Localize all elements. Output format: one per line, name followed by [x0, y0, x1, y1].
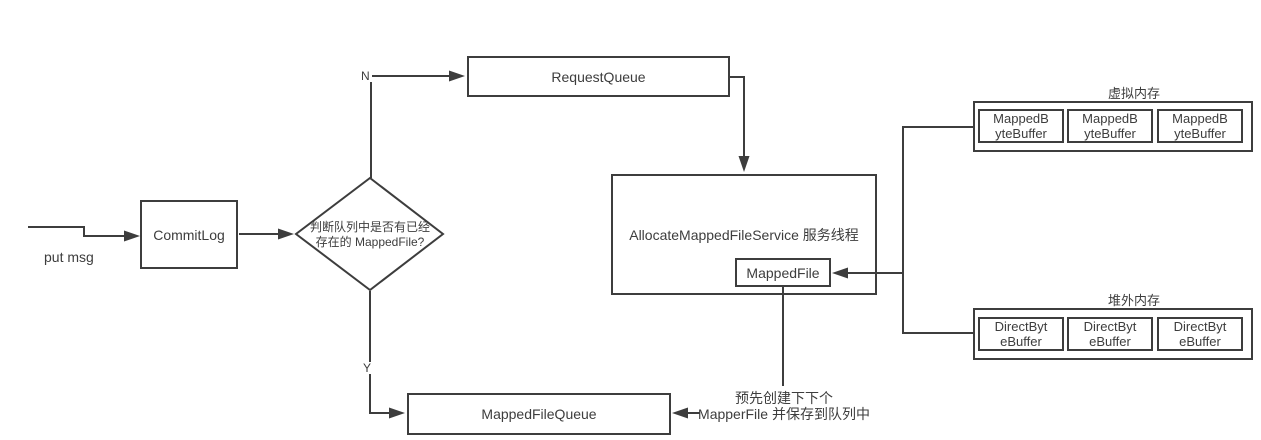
flow-line-decision-n-to-requestqueue [370, 75, 451, 178]
virtual-memory-title: 虚拟内存 [1107, 86, 1160, 101]
decision-text-line2: 存在的 MappedFile? [315, 235, 425, 249]
mappedfile-label: MappedFile [746, 264, 820, 281]
arrowhead-into-requestqueue [449, 70, 465, 82]
mappedfilequeue-label: MappedFileQueue [481, 406, 597, 422]
offheap-memory-title: 堆外内存 [1107, 293, 1160, 308]
arrowhead-into-mappedfile [832, 267, 848, 279]
direct-byte-buffer-2: DirectByteBuffer [1067, 317, 1153, 351]
mapped-byte-buffer-2: MappedByteBuffer [1067, 109, 1153, 143]
put-msg-label: put msg [44, 249, 94, 265]
mapped-byte-buffer-1-label: MappedByteBuffer [993, 110, 1049, 141]
arrowhead-into-commitlog [124, 230, 140, 242]
direct-byte-buffer-1: DirectByteBuffer [978, 317, 1064, 351]
precreate-annotation-line2: MapperFile 并保存到队列中 [698, 405, 870, 422]
precreate-annotation-line1: 预先创建下下个 [735, 390, 833, 406]
mappedfilequeue-node: MappedFileQueue [407, 393, 671, 435]
direct-byte-buffer-1-label: DirectByteBuffer [994, 318, 1048, 349]
arrowhead-into-decision [278, 228, 294, 240]
branch-y-label: Y [361, 361, 374, 375]
mapped-byte-buffer-1: MappedByteBuffer [978, 109, 1064, 143]
mapped-byte-buffer-2-label: MappedByteBuffer [1082, 110, 1138, 141]
mappedfile-node: MappedFile [735, 258, 831, 287]
allocate-service-node: AllocateMappedFileService 服务线程 [611, 174, 877, 295]
decision-diamond [294, 176, 445, 292]
bracket-memory-groups [902, 126, 973, 334]
arrowhead-into-service [738, 156, 750, 172]
branch-n-label: N [359, 69, 372, 83]
commitlog-node: CommitLog [140, 200, 238, 269]
flow-line-requestqueue-to-service [729, 76, 745, 158]
decision-text-line1: 判断队列中是否有已经 [309, 220, 430, 234]
mapped-byte-buffer-3-label: MappedByteBuffer [1172, 110, 1228, 141]
mapped-byte-buffer-3: MappedByteBuffer [1157, 109, 1243, 143]
offheap-memory-group [973, 308, 1253, 360]
arrowhead-into-queue-left [389, 407, 405, 419]
flow-line-decision-y-to-queue [369, 291, 391, 414]
precreate-annotation: 预先创建下下个 MapperFile 并保存到队列中 [683, 390, 885, 422]
commitlog-label: CommitLog [153, 226, 225, 243]
allocate-service-label: AllocateMappedFileService 服务线程 [629, 226, 859, 243]
decision-text: 判断队列中是否有已经 存在的 MappedFile? [296, 220, 444, 250]
direct-byte-buffer-3-label: DirectByteBuffer [1173, 318, 1227, 349]
flow-line-put-msg [28, 226, 125, 237]
requestqueue-node: RequestQueue [467, 56, 730, 97]
virtual-memory-group [973, 101, 1253, 152]
direct-byte-buffer-2-label: DirectByteBuffer [1083, 318, 1137, 349]
direct-byte-buffer-3: DirectByteBuffer [1157, 317, 1243, 351]
arrowhead-into-queue-right [672, 407, 688, 419]
requestqueue-label: RequestQueue [551, 68, 646, 85]
